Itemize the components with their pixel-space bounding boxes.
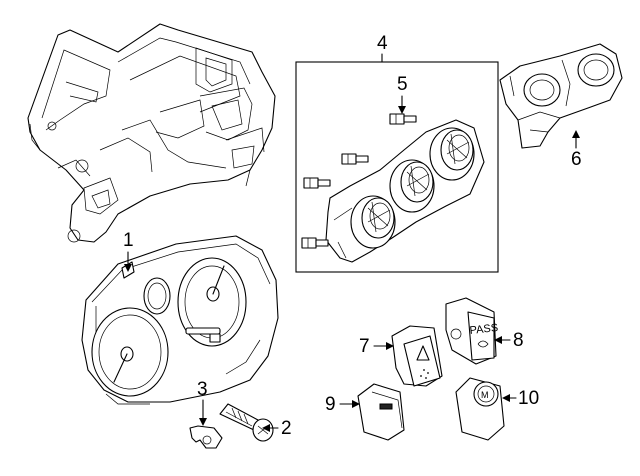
instrument-cluster [81,235,279,405]
callout-3: 3 [197,379,208,400]
ac-control-unit [325,119,485,263]
mode-knob-switch: M [455,377,505,441]
clip [189,425,223,449]
hazard-switch [391,325,443,387]
mode-knob-text: M [481,390,489,400]
pass-switch: PASS [445,297,499,365]
instrument-panel-frame [27,23,276,243]
callout-10: 10 [518,388,540,409]
ac-control-group-box [295,61,499,273]
callout-6: 6 [571,149,582,170]
pass-switch-text: PASS [469,322,499,337]
callout-5: 5 [397,74,408,95]
screw [341,153,369,165]
callout-7: 7 [359,336,370,357]
screw [303,177,331,189]
callout-8: 8 [513,330,524,351]
callout-9: 9 [325,394,336,415]
leader-lines [124,53,580,432]
callout-4: 4 [377,33,388,54]
small-switch [357,383,405,441]
callout-2: 2 [281,418,292,439]
screw [301,237,329,249]
screw [219,403,274,442]
screw [389,113,417,125]
callout-1: 1 [123,230,134,251]
control-module [499,43,623,149]
